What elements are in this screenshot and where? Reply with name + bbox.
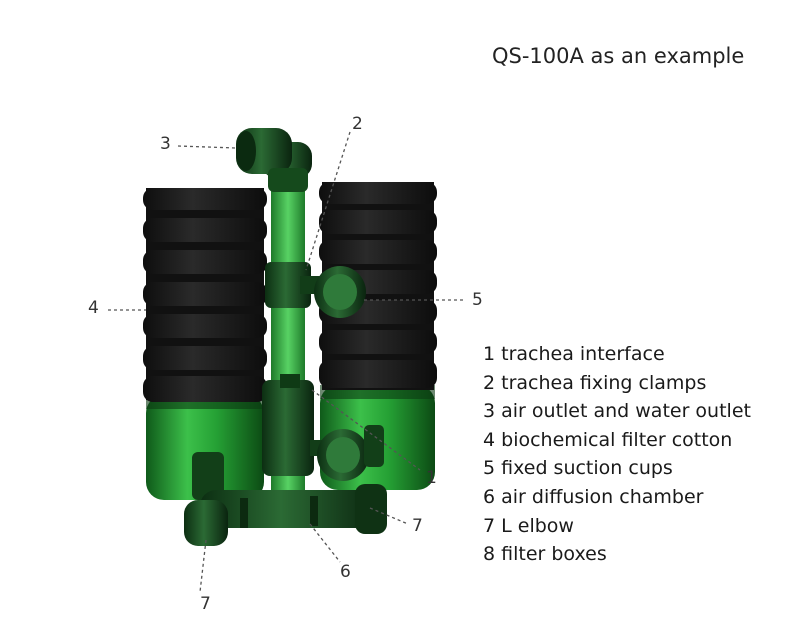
legend-item: 5 fixed suction cups <box>483 457 673 480</box>
legend-item: 2 trachea fixing clamps <box>483 371 707 394</box>
callout-6: 6 <box>340 562 351 582</box>
left-filter-box <box>146 395 264 500</box>
legend-item: 4 biochemical filter cotton <box>483 428 733 451</box>
diagram-title: QS-100A as an example <box>492 44 745 68</box>
right-sponge <box>319 182 437 390</box>
callout-7-left: 7 <box>200 594 211 614</box>
leader-line-6 <box>309 523 341 563</box>
leader-line-1 <box>311 389 421 471</box>
leader-line-7-left <box>199 539 207 593</box>
legend-item: 7 L elbow <box>483 514 574 537</box>
callout-4: 4 <box>88 298 99 318</box>
legend-item: 1 trachea interface <box>483 343 665 365</box>
legend-item: 3 air outlet and water outlet <box>483 400 751 423</box>
leader-line-3 <box>177 145 237 149</box>
legend-item: 8 filter boxes <box>483 543 607 566</box>
leader-line-2 <box>305 131 351 271</box>
leader-line-7-right <box>369 507 409 525</box>
top-elbow <box>236 128 312 192</box>
callout-3: 3 <box>160 134 171 154</box>
callout-7-right: 7 <box>412 516 423 536</box>
lift-tube <box>262 160 314 500</box>
suction-cup-upper <box>300 266 366 318</box>
suction-cup-lower <box>310 425 384 481</box>
air-diffusion-chamber <box>184 484 387 546</box>
parts-legend: 1 trachea interface 2 trachea fixing cla… <box>483 340 751 569</box>
callout-5: 5 <box>472 290 483 310</box>
left-sponge <box>143 188 267 402</box>
callout-1: 1 <box>426 468 437 488</box>
legend-item: 6 air diffusion chamber <box>483 485 704 508</box>
callout-2: 2 <box>352 114 363 134</box>
